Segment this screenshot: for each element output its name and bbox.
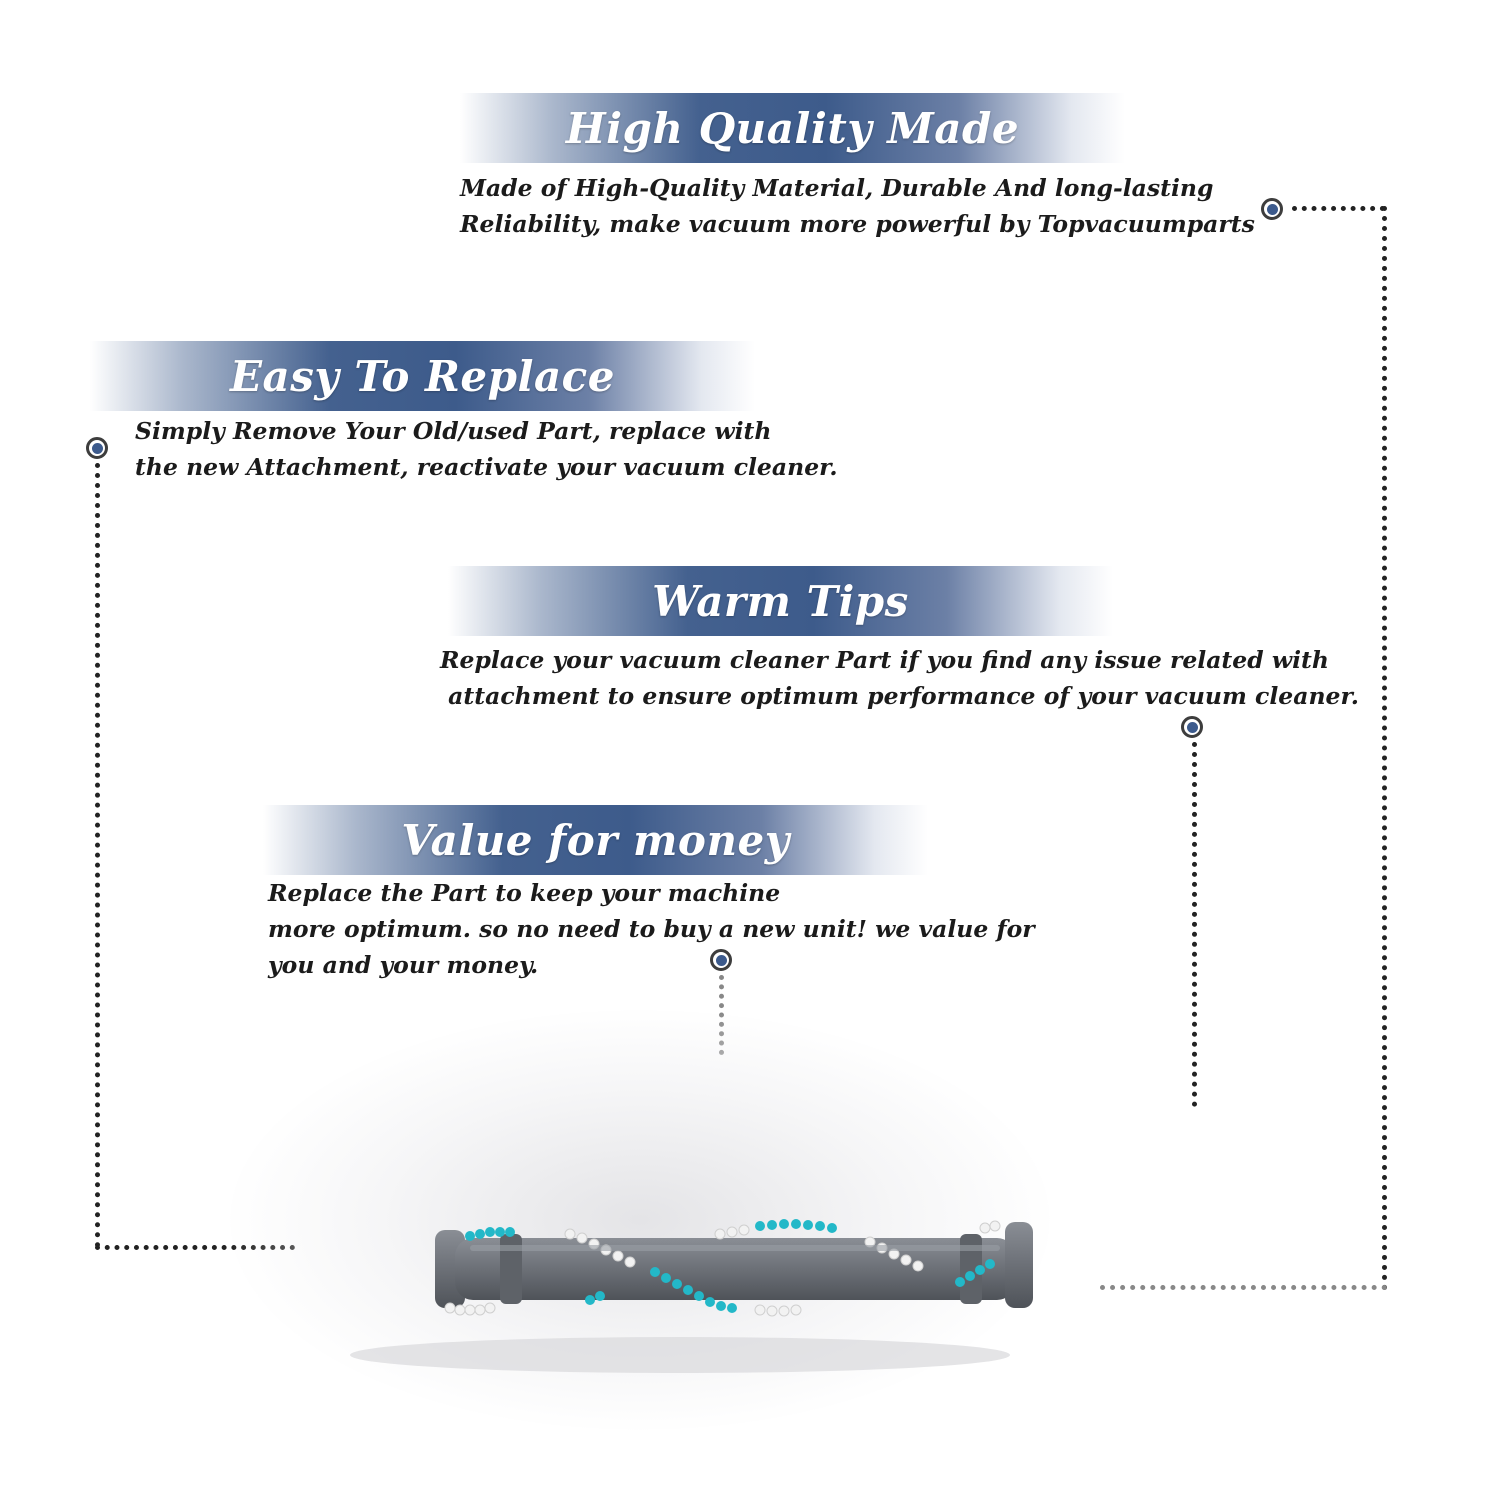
connector-line bbox=[95, 1245, 295, 1250]
section-description: Simply Remove Your Old/used Part, replac… bbox=[135, 413, 838, 485]
description-line: attachment to ensure optimum performance… bbox=[440, 682, 1359, 710]
connector-line bbox=[95, 463, 100, 1248]
bullet-marker-icon bbox=[710, 949, 732, 971]
connector-line bbox=[1100, 1285, 1387, 1290]
banner-easy-to-replace: Easy To Replace bbox=[90, 341, 755, 411]
section-title: Easy To Replace bbox=[230, 351, 615, 401]
description-line: Made of High-Quality Material, Durable A… bbox=[460, 174, 1214, 202]
description-line: Simply Remove Your Old/used Part, replac… bbox=[135, 417, 772, 445]
connector-line bbox=[1382, 206, 1387, 1291]
banner-warm-tips: Warm Tips bbox=[448, 566, 1113, 636]
description-line: more optimum. so no need to buy a new un… bbox=[268, 915, 1035, 943]
description-line: Reliability, make vacuum more powerful b… bbox=[460, 210, 1255, 238]
banner-value-for-money: Value for money bbox=[263, 805, 928, 875]
connector-line bbox=[1292, 206, 1385, 211]
description-line: you and your money. bbox=[268, 951, 539, 979]
section-title: High Quality Made bbox=[565, 103, 1020, 153]
connector-line bbox=[1192, 742, 1197, 1107]
bullet-marker-icon bbox=[1181, 716, 1203, 738]
description-line: Replace your vacuum cleaner Part if you … bbox=[440, 646, 1329, 674]
section-description: Made of High-Quality Material, Durable A… bbox=[460, 170, 1255, 242]
bullet-marker-icon bbox=[1261, 198, 1283, 220]
section-title: Value for money bbox=[401, 815, 790, 865]
banner-high-quality-made: High Quality Made bbox=[460, 93, 1125, 163]
description-line: Replace the Part to keep your machine bbox=[268, 879, 781, 907]
bullet-marker-icon bbox=[86, 437, 108, 459]
section-description: Replace your vacuum cleaner Part if you … bbox=[440, 642, 1359, 714]
vacuum-brush-roll-icon bbox=[350, 1219, 1033, 1373]
description-line: the new Attachment, reactivate your vacu… bbox=[135, 453, 838, 481]
section-description: Replace the Part to keep your machine mo… bbox=[268, 875, 1035, 983]
section-title: Warm Tips bbox=[652, 576, 909, 626]
